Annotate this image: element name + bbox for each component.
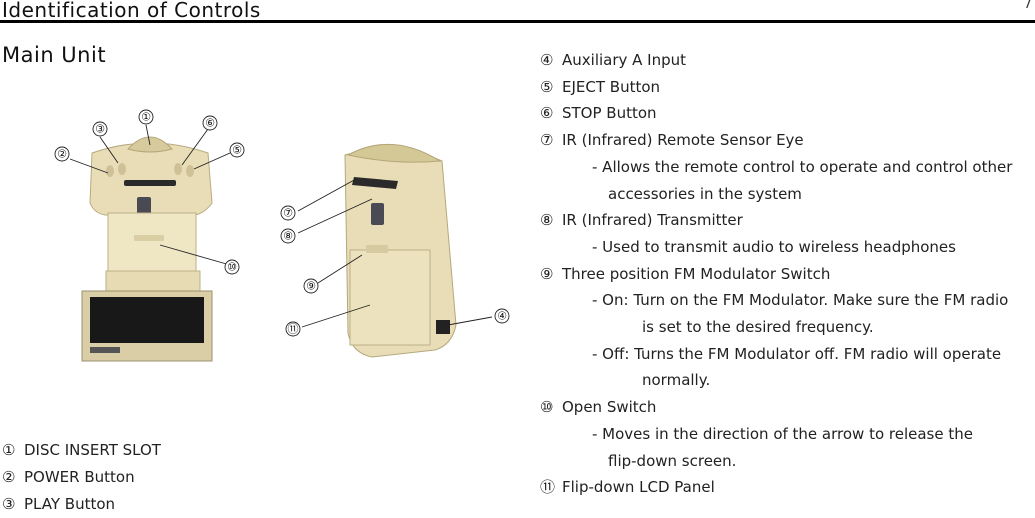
list-item-description: accessories in the system — [608, 184, 802, 203]
side-view-unit — [344, 143, 457, 358]
callout-5 — [229, 142, 245, 158]
list-item-description: is set to the desired frequency. — [642, 318, 874, 337]
callout-2 — [54, 146, 70, 162]
page-number: 7 — [1023, 0, 1032, 12]
callout-1 — [138, 109, 154, 125]
svg-text:⑨: ⑨ — [306, 280, 316, 293]
callout-9 — [303, 278, 319, 294]
callout-11 — [285, 321, 301, 337]
front-view-unit — [81, 136, 213, 362]
callout-6 — [202, 115, 218, 131]
svg-text:⑦: ⑦ — [283, 207, 293, 220]
callout-labels: ① ② ③ ⑥ ⑤ ⑦ ⑧ ⑨ ⑩ ⑪ ④ — [54, 109, 510, 337]
aux-jack — [436, 320, 450, 334]
list-item-description: - Used to transmit audio to wireless hea… — [592, 237, 956, 256]
callout-8 — [280, 228, 296, 244]
callout-7 — [280, 205, 296, 221]
list-item-description: - Allows the remote control to operate a… — [592, 157, 1013, 176]
svg-text:②: ② — [57, 148, 67, 161]
header-rule — [0, 20, 1035, 23]
list-item-description: - Off: Turns the FM Modulator off. FM ra… — [592, 344, 1002, 363]
list-item-description: flip-down screen. — [608, 451, 737, 470]
svg-text:①: ① — [141, 111, 151, 124]
svg-text:③: ③ — [95, 123, 105, 136]
svg-text:⑩: ⑩ — [227, 261, 237, 274]
list-item-description: - On: Turn on the FM Modulator. Make sur… — [592, 291, 1009, 310]
svg-text:⑪: ⑪ — [288, 323, 299, 336]
lcd-screen — [90, 297, 204, 343]
section-title: Main Unit — [2, 43, 107, 67]
list-item-description: - Moves in the direction of the arrow to… — [592, 424, 973, 443]
disc-slot — [124, 180, 176, 186]
svg-text:④: ④ — [497, 310, 507, 323]
svg-text:⑥: ⑥ — [205, 117, 215, 130]
svg-text:⑤: ⑤ — [232, 144, 242, 157]
page-header-title: Identification of Controls — [2, 0, 261, 22]
product-figure: ① ② ③ ⑥ ⑤ ⑦ ⑧ ⑨ ⑩ ⑪ ④ — [0, 95, 530, 395]
list-item-description: normally. — [642, 371, 711, 390]
leader-lines — [69, 124, 493, 328]
svg-text:⑧: ⑧ — [283, 230, 293, 243]
callout-3 — [92, 121, 108, 137]
callout-10 — [224, 259, 240, 275]
remote-window — [137, 197, 151, 217]
product-illustration: ① ② ③ ⑥ ⑤ ⑦ ⑧ ⑨ ⑩ ⑪ ④ — [54, 109, 510, 362]
callout-4 — [494, 308, 510, 324]
